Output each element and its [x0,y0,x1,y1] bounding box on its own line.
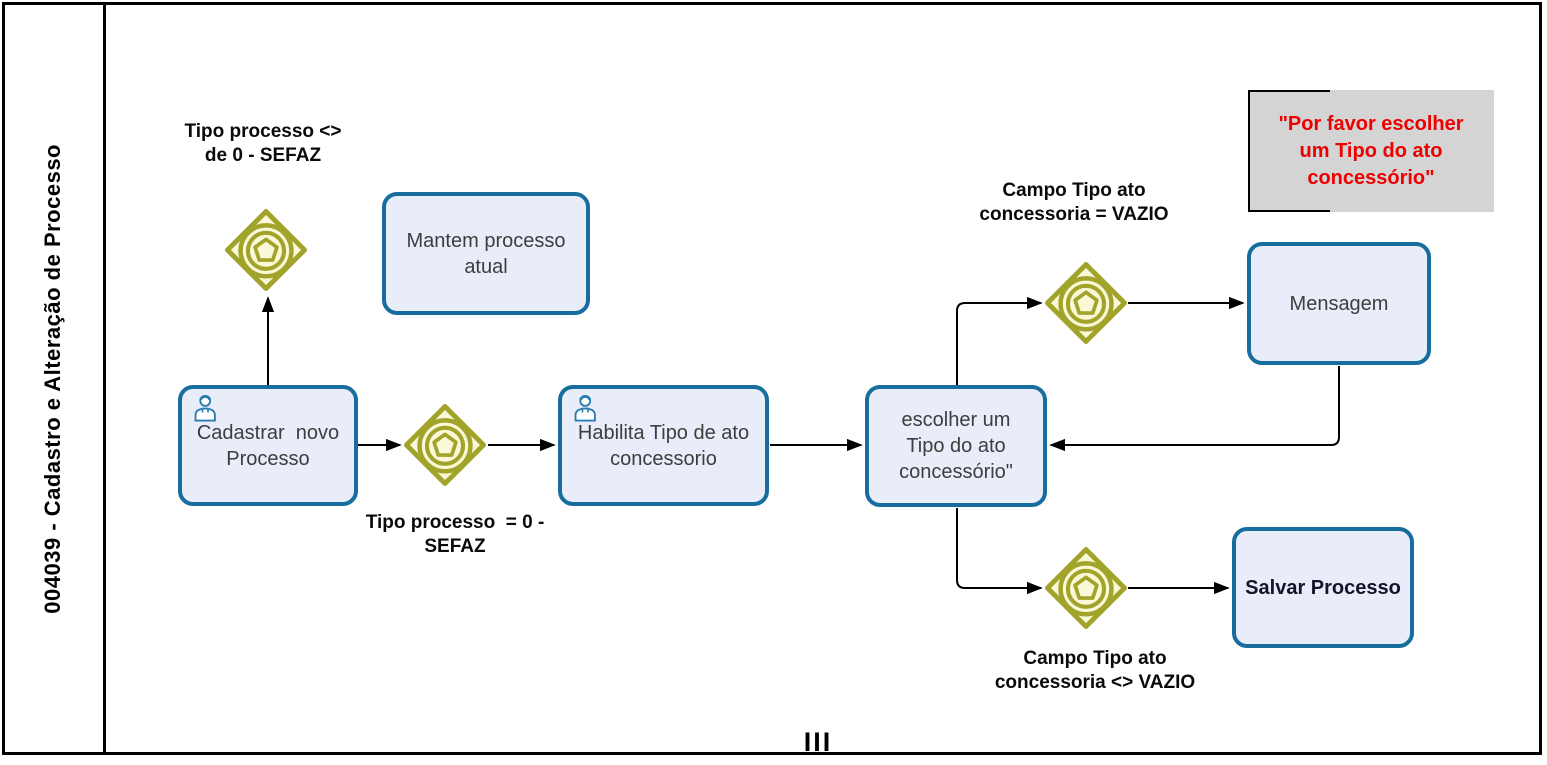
flow-label-tipo-processo-diferente: Tipo processo <> de 0 - SEFAZ [184,121,342,167]
lane-title: 004039 - Cadastro e Alteração de Process… [39,143,65,614]
user-icon [570,394,600,422]
task-label: Habilita Tipo de ato concessorio [577,421,750,470]
flow-label-campo-vazio: Campo Tipo ato concessoria = VAZIO [979,180,1169,226]
page-marker: III [803,727,833,757]
task-label: Cadastrar novo Processo [196,421,340,470]
gateway-campo-nao-vazio[interactable] [1045,547,1127,629]
lane-header: 004039 - Cadastro e Alteração de Process… [2,2,103,755]
task-label: Mantem processo atual [406,229,566,278]
event-based-gateway-icon [1045,262,1127,344]
annotation-mensagem-box[interactable]: "Por favor escolher um Tipo do ato conce… [1248,90,1494,212]
task-label: escolher um Tipo do ato concessório" [899,409,1013,483]
flow-label-campo-nao-vazio: Campo Tipo ato concessoria <> VAZIO [994,648,1196,694]
task-mantem-processo-atual[interactable]: Mantem processo atual [382,192,590,315]
task-escolher-tipo-ato[interactable]: escolher um Tipo do ato concessório" [865,385,1047,507]
user-icon [190,394,220,422]
task-label: Salvar Processo [1245,576,1401,599]
task-cadastrar-novo-processo[interactable]: Cadastrar novo Processo [178,385,358,506]
lane-divider [103,2,106,755]
event-based-gateway-icon [1045,547,1127,629]
gateway-tipo-processo-igual[interactable] [404,404,486,486]
task-habilita-tipo-ato[interactable]: Habilita Tipo de ato concessorio [558,385,769,506]
gateway-campo-vazio[interactable] [1045,262,1127,344]
task-salvar-processo[interactable]: Salvar Processo [1232,527,1414,648]
event-based-gateway-icon [404,404,486,486]
annotation-text: "Por favor escolher um Tipo do ato conce… [1278,112,1464,189]
event-based-gateway-icon [225,209,307,291]
pool-frame [2,2,1542,755]
flow-label-tipo-processo-igual: Tipo processo = 0 - SEFAZ [365,512,545,558]
task-mensagem[interactable]: Mensagem [1247,242,1431,365]
task-label: Mensagem [1289,292,1389,315]
annotation-bracket [1248,90,1330,212]
gateway-tipo-processo-diferente[interactable] [225,209,307,291]
